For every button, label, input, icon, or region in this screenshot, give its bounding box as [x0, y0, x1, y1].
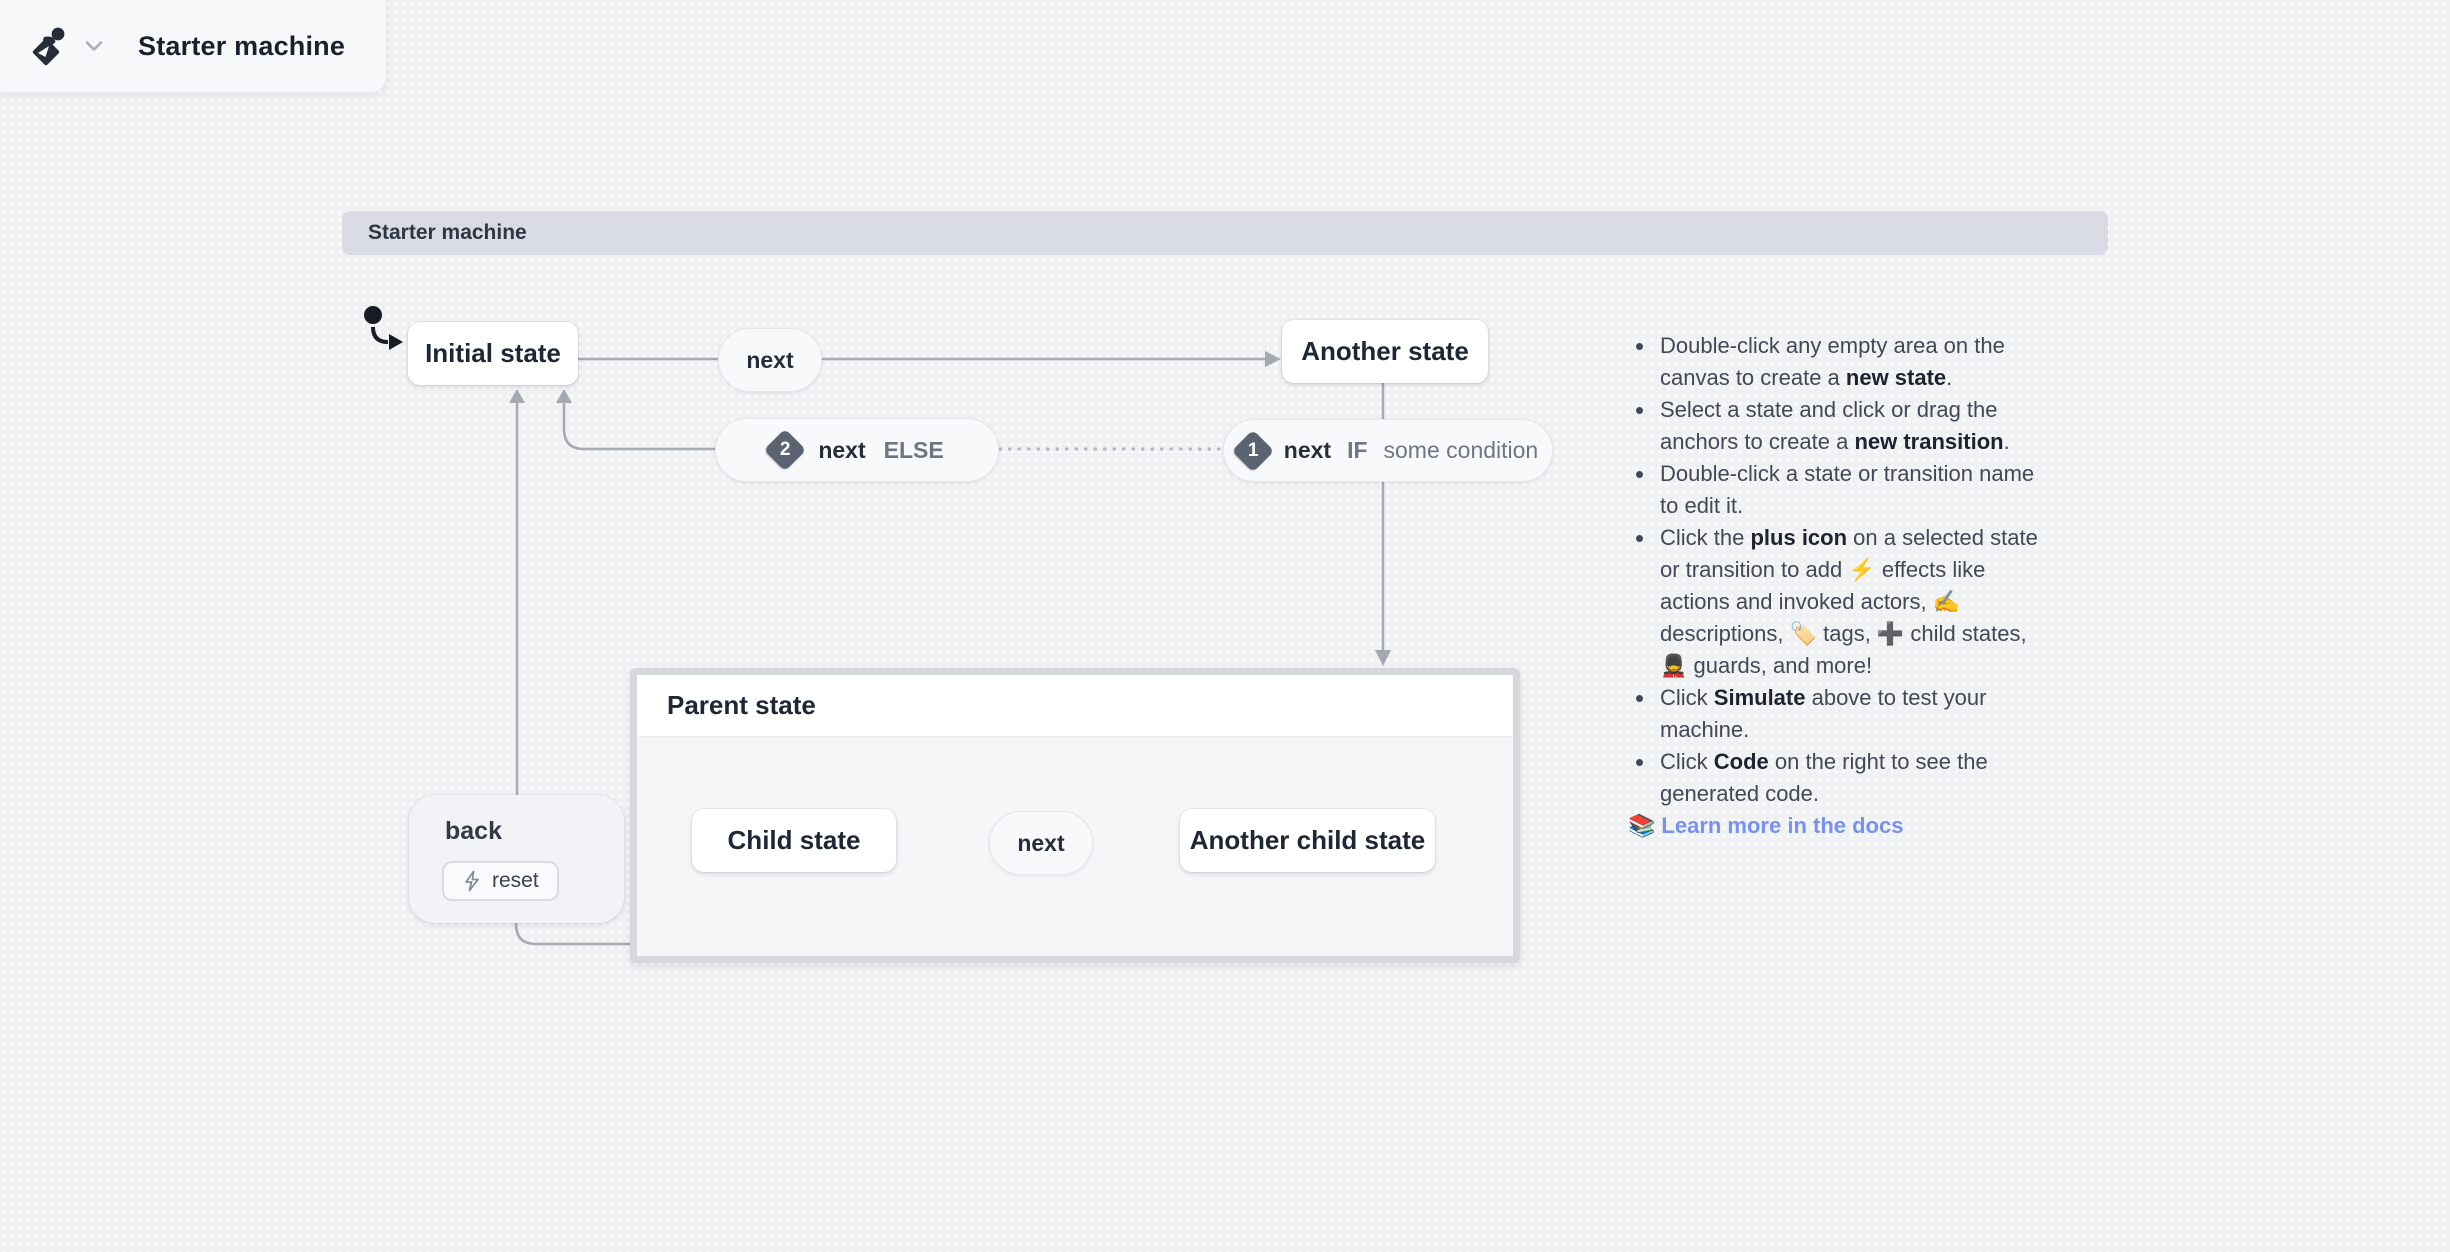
initial-state-marker	[364, 306, 403, 350]
transition-event-label: next	[1283, 437, 1332, 463]
help-item: Click Simulate above to test your machin…	[1656, 682, 2042, 746]
transition-back[interactable]: back reset	[409, 795, 624, 923]
editor-header: Starter machine	[0, 0, 387, 93]
transition-order-badge: 1	[1231, 429, 1274, 472]
chevron-down-icon	[85, 41, 103, 51]
machine-bar-label: Starter machine	[368, 221, 527, 244]
action-label: reset	[492, 869, 539, 892]
help-item: Click Code on the right to see the gener…	[1656, 746, 2042, 810]
transition-event-label: next	[818, 436, 866, 463]
help-item: Double-click any empty area on the canva…	[1656, 330, 2042, 394]
state-label: Parent state	[667, 690, 816, 720]
machine-menu-button[interactable]	[24, 22, 104, 70]
transition-order-badge: 2	[764, 428, 807, 472]
transition-next-if[interactable]: 1 next IF some condition	[1223, 419, 1553, 482]
state-label: Initial state	[425, 338, 561, 368]
docs-link-row: 📚 Learn more in the docs	[1628, 810, 2042, 842]
state-label: Another child state	[1189, 825, 1426, 855]
parent-state-header[interactable]: Parent state	[637, 675, 1513, 736]
state-label: Another state	[1301, 336, 1469, 366]
lightning-icon	[465, 870, 479, 892]
transition-event-label: next	[1017, 829, 1065, 856]
transition-guard-label: ELSE	[883, 436, 944, 463]
books-icon: 📚	[1628, 813, 1656, 838]
transition-event-label: next	[746, 346, 794, 373]
help-item: Select a state and click or drag the anc…	[1656, 394, 2042, 458]
transition-next-top[interactable]: next	[718, 328, 822, 392]
state-node-child[interactable]: Child state	[692, 809, 896, 872]
state-label: Child state	[727, 825, 861, 855]
state-node-initial[interactable]: Initial state	[408, 322, 578, 385]
help-item: Click the plus icon on a selected state …	[1656, 522, 2042, 682]
machine-title: Starter machine	[138, 30, 346, 61]
action-reset-chip[interactable]: reset	[442, 861, 559, 901]
docs-link[interactable]: Learn more in the docs	[1661, 813, 1904, 838]
machine-bar[interactable]: Starter machine	[342, 211, 2108, 255]
transition-next-else[interactable]: 2 next ELSE	[715, 418, 999, 482]
state-node-another-child[interactable]: Another child state	[1180, 809, 1435, 872]
stately-logo-icon	[32, 27, 65, 66]
help-item: Double-click a state or transition name …	[1656, 458, 2042, 522]
transition-guard-keyword: IF	[1347, 437, 1368, 463]
transition-next-child[interactable]: next	[989, 811, 1093, 875]
help-list: Double-click any empty area on the canva…	[1630, 330, 2042, 810]
help-panel: Double-click any empty area on the canva…	[1628, 330, 2042, 842]
transition-guard-condition: some condition	[1383, 437, 1539, 463]
state-node-another[interactable]: Another state	[1282, 320, 1488, 383]
transition-event-label: back	[445, 817, 502, 845]
